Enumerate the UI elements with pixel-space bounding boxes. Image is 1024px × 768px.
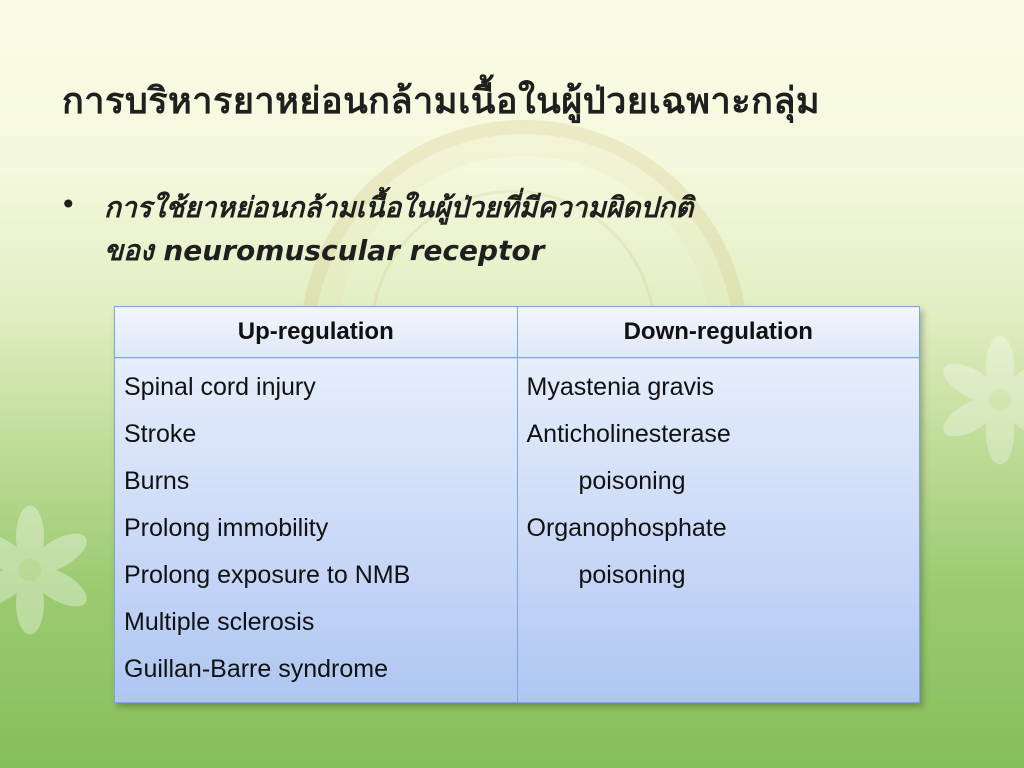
bullet-text: การใช้ยาหย่อนกล้ามเนื้อในผู้ป่วยที่มีควา… (104, 186, 940, 272)
table-row: Spinal cord injury Stroke Burns Prolong … (114, 357, 920, 703)
list-item: Guillan-Barre syndrome (124, 655, 388, 683)
flower-icon (943, 335, 1024, 465)
bullet-point: • การใช้ยาหย่อนกล้ามเนื้อในผู้ป่วยที่มีค… (60, 186, 940, 272)
bullet-line-2: ของ neuromuscular receptor (104, 234, 545, 267)
down-regulation-cell: Myastenia gravis Anticholinesterase pois… (516, 357, 920, 703)
list-item-continuation: poisoning (578, 467, 686, 495)
bullet-line-1: การใช้ยาหย่อนกล้ามเนื้อในผู้ป่วยที่มีควา… (104, 191, 694, 224)
regulation-table: Up-regulation Down-regulation Spinal cor… (114, 306, 920, 703)
list-item: Prolong exposure to NMB (124, 561, 411, 589)
list-item: Stroke (124, 420, 197, 448)
list-item: Multiple sclerosis (124, 608, 315, 636)
flower-icon (0, 505, 87, 635)
list-item: Anticholinesterase (526, 420, 731, 448)
up-regulation-cell: Spinal cord injury Stroke Burns Prolong … (114, 357, 518, 703)
list-item: Prolong immobility (124, 514, 329, 542)
regulation-table-grid: Up-regulation Down-regulation Spinal cor… (114, 306, 920, 703)
list-item: Burns (124, 467, 190, 495)
bullet-symbol: • (60, 188, 77, 221)
table-header-row: Up-regulation Down-regulation (114, 306, 920, 358)
list-item-continuation: poisoning (578, 561, 686, 589)
header-up-regulation: Up-regulation (114, 306, 518, 358)
list-item: Organophosphate (526, 514, 727, 542)
list-item: Myastenia gravis (526, 373, 715, 401)
list-item: Spinal cord injury (124, 373, 316, 401)
slide-title: การบริหารยาหย่อนกล้ามเนื้อในผู้ป่วยเฉพาะ… (62, 80, 821, 122)
header-down-regulation: Down-regulation (516, 306, 920, 358)
